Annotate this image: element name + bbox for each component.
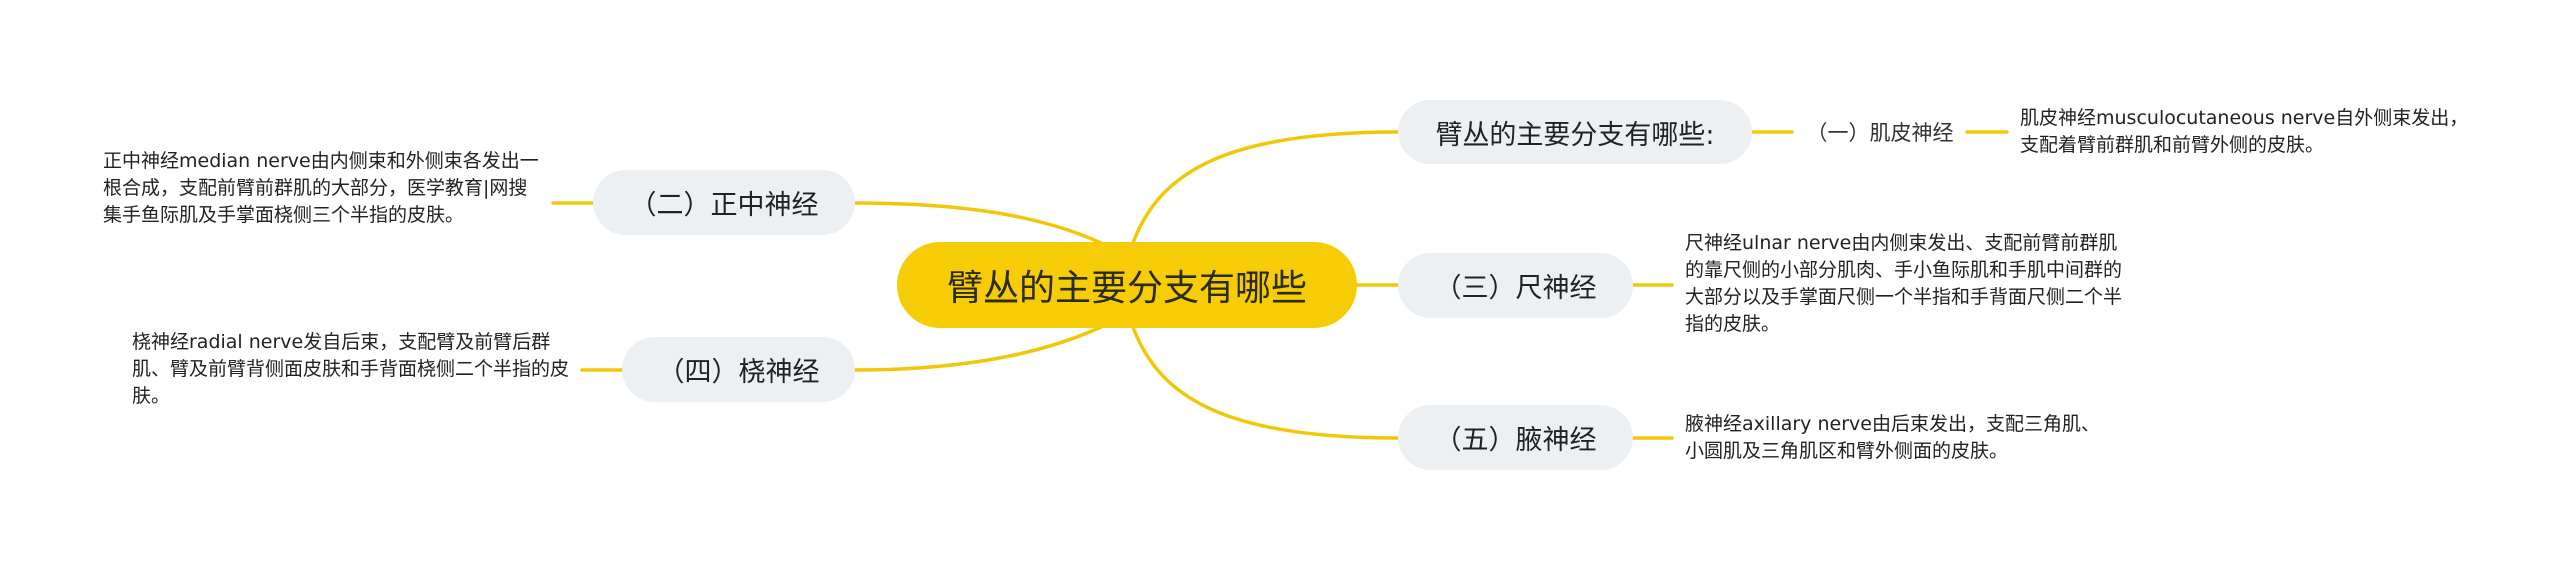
root-node[interactable]: 臂丛的主要分支有哪些 <box>897 242 1357 328</box>
branch-label: （四）桡神经 <box>657 357 820 388</box>
branch-node-axillary[interactable]: （五）腋神经 <box>1398 405 1633 470</box>
branch-label: （五）腋神经 <box>1434 425 1597 456</box>
description-radial: 桡神经radial nerve发自后束，支配臂及前臂后群肌、臂及前臂背侧面皮肤和… <box>132 331 570 407</box>
branch-node-main-branches[interactable]: 臂丛的主要分支有哪些: <box>1398 100 1752 164</box>
branch-label: （二）正中神经 <box>629 190 819 221</box>
description-axillary: 腋神经axillary nerve由后束发出，支配三角肌、小圆肌及三角肌区和臂外… <box>1685 413 2100 462</box>
branch-node-radial[interactable]: （四）桡神经 <box>622 337 855 402</box>
branch-label: 臂丛的主要分支有哪些: <box>1435 119 1715 151</box>
child-label: （一）肌皮神经 <box>1806 121 1954 145</box>
branch-node-ulnar[interactable]: （三）尺神经 <box>1398 253 1633 318</box>
branch-node-median[interactable]: （二）正中神经 <box>593 170 855 235</box>
connector-root-to-branch-5 <box>1131 325 1400 440</box>
connector-root-to-branch-4 <box>853 325 1103 372</box>
description-ulnar: 尺神经ulnar nerve由内侧束发出、支配前臂前群肌的靠尺侧的小部分肌肉、手… <box>1685 232 2123 335</box>
description-musculocutaneous: 肌皮神经musculocutaneous nerve自外侧束发出，支配着臂前群肌… <box>2020 107 2469 156</box>
branch-label: （三）尺神经 <box>1434 273 1597 304</box>
root-label: 臂丛的主要分支有哪些 <box>946 268 1307 309</box>
child-node-musculocutaneous[interactable]: （一）肌皮神经 <box>1800 116 1960 148</box>
connector-root-to-branch-2 <box>853 201 1103 245</box>
description-median: 正中神经median nerve由内侧束和外侧束各发出一根合成，支配前臂前群肌的… <box>103 150 539 226</box>
connector-root-to-branch-1 <box>1131 130 1400 245</box>
